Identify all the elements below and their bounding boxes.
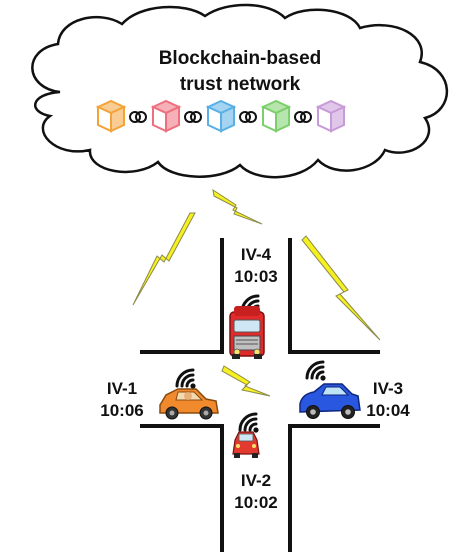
block-orange-icon (95, 99, 127, 133)
chain-link-icon (239, 111, 257, 123)
chain-link-icon (129, 111, 147, 123)
chain-link-icon (184, 111, 202, 123)
vehicle-label-iv2: IV-2 10:02 (226, 470, 286, 514)
vehicle-time: 10:02 (234, 493, 278, 512)
wifi-iv1-icon (175, 368, 196, 389)
vehicle-time: 10:04 (366, 401, 410, 420)
lightning-bolt-center (221, 365, 271, 397)
car-iv2-icon (232, 431, 260, 458)
vehicle-label-iv4: IV-4 10:03 (226, 244, 286, 288)
vehicle-id: IV-4 (240, 245, 272, 264)
vehicle-id: IV-1 (106, 379, 138, 398)
road-edge-bottom-left (140, 424, 224, 552)
block-green-icon (260, 99, 292, 133)
vehicle-label-iv1: IV-1 10:06 (92, 378, 152, 422)
block-purple-icon (315, 99, 347, 133)
road-edge-top-left (140, 238, 224, 354)
cloud-title-line1: Blockchain-based (158, 48, 322, 69)
blockchain-chain (95, 99, 347, 133)
block-red-icon (150, 99, 182, 133)
lightning-bolt-right (301, 235, 381, 341)
car-iv3-icon (299, 383, 361, 419)
road-edge-top-right (288, 238, 380, 354)
chain-link-icon (294, 111, 312, 123)
road-edge-bottom-right (288, 424, 380, 552)
wifi-iv3-icon (305, 360, 326, 381)
wifi-iv2-icon (238, 412, 259, 433)
vehicle-time: 10:03 (234, 267, 278, 286)
cloud (31, 3, 449, 179)
vehicle-id: IV-2 (240, 471, 272, 490)
vehicle-time: 10:06 (100, 401, 144, 420)
vehicle-id: IV-3 (372, 379, 404, 398)
block-blue-icon (205, 99, 237, 133)
road-intersection (140, 238, 380, 552)
vehicle-label-iv3: IV-3 10:04 (358, 378, 418, 422)
cloud-title-line2: trust network (179, 74, 301, 95)
truck-iv4-icon (229, 306, 265, 359)
cloud-outline (31, 3, 449, 179)
lightning-bolt-left (132, 212, 196, 306)
lightning-bolt-top (212, 188, 263, 225)
car-iv1-icon (159, 388, 219, 420)
